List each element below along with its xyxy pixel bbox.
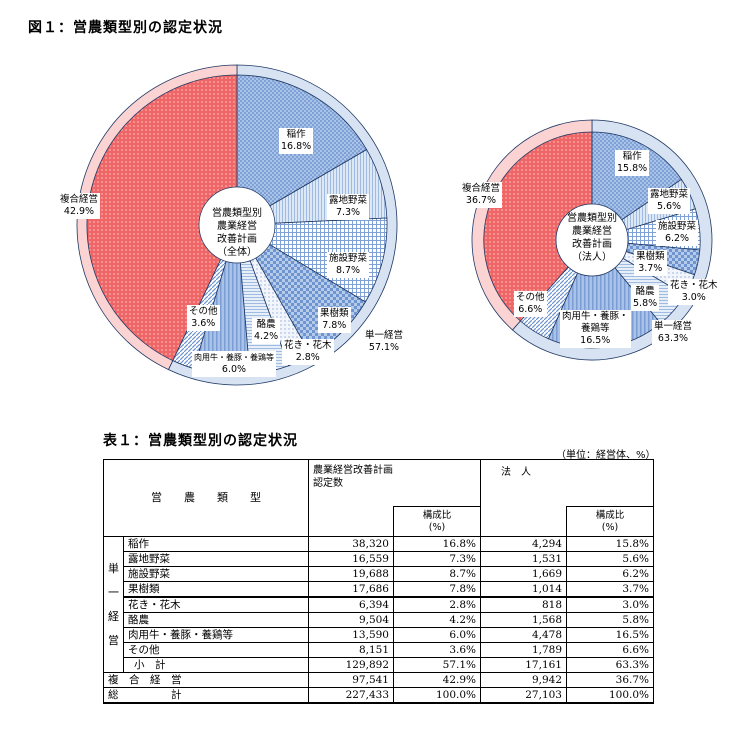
figure-title: 図１：営農類型別の認定状況 [28,20,223,36]
group-label-single: 単一経営 [103,536,124,673]
table-title: 表１：営農類型別の認定状況 [103,433,298,449]
unit-note: （単位：経営体、%） [556,450,656,461]
pie1-center-label: 営農類型別 農業経営 改善計画 （全体） [212,208,262,258]
pie-charts [76,64,713,386]
header-corp-ratio: 構成比(%) [566,506,654,537]
header-corporate: 法 人 [480,459,654,507]
certification-table: 営 農 類 型 農業経営改善計画 認定数 法 人 構成比(%) 構成比(%) 単… [103,459,654,704]
header-plan-count: 農業経営改善計画 認定数 [308,459,481,507]
header-ratio: 構成比(%) [393,506,481,537]
pie2-center-label: 営農類型別 農業経営 改善計画 （法人） [567,213,617,263]
header-type: 営 農 類 型 [103,459,309,537]
